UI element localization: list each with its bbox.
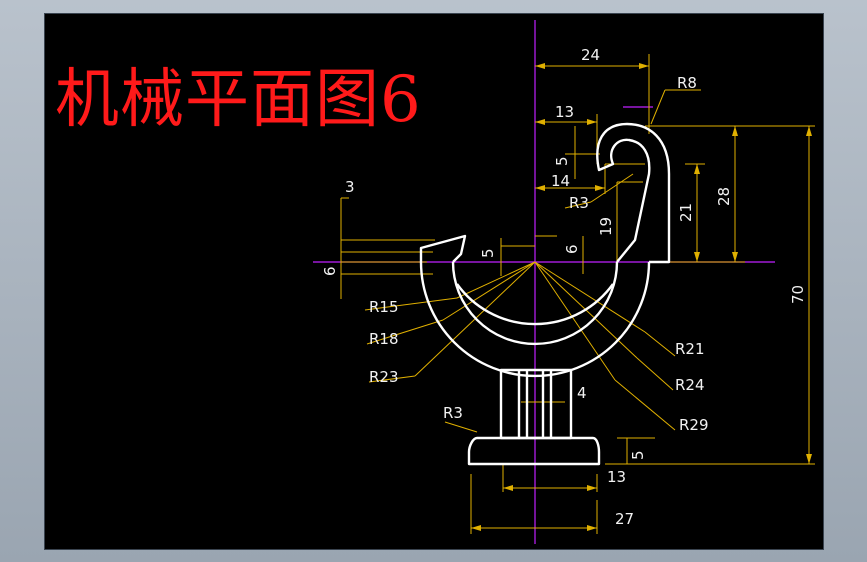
radius-r18: R18 [369,330,399,348]
dim-70: 70 [789,285,807,304]
centerlines [313,20,775,544]
radius-r15: R15 [369,298,399,316]
radius-labels: R8 R3 R15 R18 R23 R21 R24 R29 R3 [369,74,709,434]
stem-outer [499,368,573,440]
dimension-labels: 24 13 5 14 19 21 28 70 3 6 5 6 4 5 13 27 [321,46,807,528]
dim-3-left: 3 [345,178,355,196]
radius-r29: R29 [679,416,709,434]
arrowheads [471,63,812,531]
dim-27: 27 [615,510,634,528]
radius-r23: R23 [369,368,399,386]
dim-6-left: 6 [321,266,339,276]
left-lip [419,234,467,263]
drawing-title: 机械平面图6 [55,63,422,137]
drawing-canvas: 机械平面图6 [44,13,824,550]
dim-24: 24 [581,46,600,64]
bowl-outer-arc [419,261,651,378]
bowl-ridge-arc [456,283,614,326]
dim-4: 4 [577,384,587,402]
radius-r3-base: R3 [443,404,463,422]
dim-5-base: 5 [629,450,647,460]
right-hook-arm [596,122,671,264]
technical-drawing: 24 13 5 14 19 21 28 70 3 6 5 6 4 5 13 27… [313,20,815,544]
radius-r24: R24 [675,376,705,394]
dim-6-mid: 6 [563,244,581,254]
dim-19: 19 [597,217,615,236]
dim-5-left: 5 [479,248,497,258]
dimension-lines [340,54,815,534]
bowl-inner-arc [451,261,619,346]
dim-14: 14 [551,172,570,190]
radius-r21: R21 [675,340,705,358]
radius-r8: R8 [677,74,697,92]
radius-r3-top: R3 [569,194,589,212]
dim-13-bottom: 13 [607,468,626,486]
dim-5-top: 5 [553,156,571,166]
base-plate [467,436,601,466]
part-outline [419,122,671,466]
dim-13-top: 13 [555,103,574,121]
dim-21: 21 [677,203,695,222]
dim-28: 28 [715,187,733,206]
